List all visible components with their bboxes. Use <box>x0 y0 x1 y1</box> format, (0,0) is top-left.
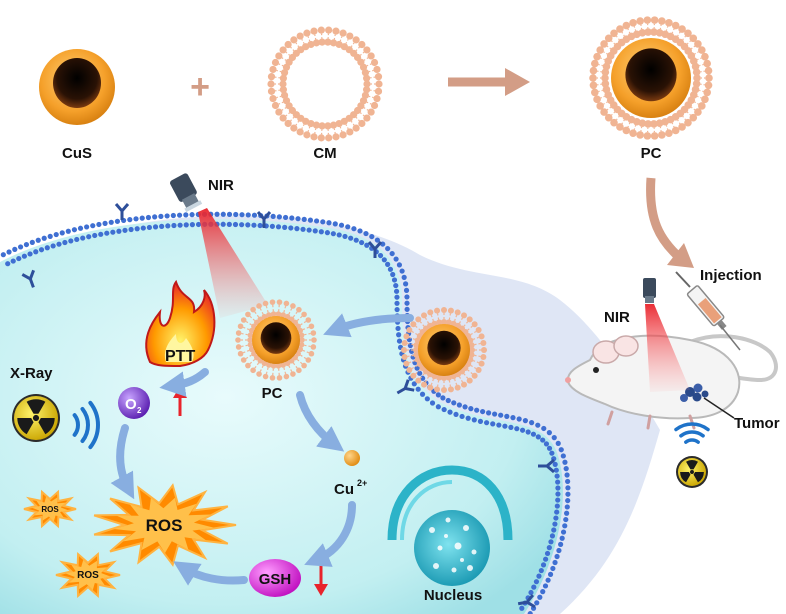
tumor-label: Tumor <box>734 415 780 432</box>
plus-sign: + <box>190 68 210 106</box>
nir-beam <box>198 208 268 318</box>
radiation-icon-cell <box>12 394 60 442</box>
flame-icon <box>145 279 216 368</box>
nir-beam-mouse <box>645 304 690 392</box>
ros-main-label: ROS <box>146 516 183 535</box>
ros-burst-small-1 <box>23 489 77 529</box>
pc-nanoparticle-top <box>589 16 713 140</box>
receptor-icon <box>367 241 383 258</box>
arrow-pc-to-cu <box>296 391 345 452</box>
wave-icon-cell <box>72 400 100 450</box>
cm-label: CM <box>313 145 336 162</box>
cus-label: CuS <box>62 145 92 162</box>
ros-small-2-label: ROS <box>77 570 99 581</box>
radiation-icon-mouse <box>676 456 708 488</box>
syringe-icon <box>675 271 741 351</box>
pc-nanoparticle-cell <box>235 299 317 381</box>
o2-sphere <box>118 387 150 419</box>
cu-superscript: 2+ <box>357 478 367 488</box>
gsh-label: GSH <box>259 571 292 588</box>
combine-arrow <box>448 68 530 96</box>
arrow-ptt-to-o2 <box>159 368 209 397</box>
ros-small-1-label: ROS <box>41 505 59 514</box>
xray-label: X-Ray <box>10 365 53 382</box>
gsh-sphere <box>249 559 301 597</box>
ros-burst-small-2 <box>55 551 121 599</box>
arrow-enter-to-pc <box>323 313 414 338</box>
pc-nanoparticle-entering <box>401 307 487 393</box>
receptor-icon <box>114 203 130 220</box>
pc-top-label: PC <box>641 145 662 162</box>
nir-mouse-label: NIR <box>604 309 630 326</box>
receptor-group <box>21 203 555 609</box>
receptor-icon <box>21 269 35 288</box>
arrow-o2-to-ros <box>110 424 135 500</box>
nir-lamp-icon-mouse <box>643 278 656 303</box>
wave-icon-mouse <box>674 422 710 444</box>
cm-vesicle <box>267 26 383 142</box>
ros-burst-main <box>93 483 237 567</box>
cu-ion <box>344 450 360 466</box>
cus-particle <box>39 49 115 125</box>
arrow-cu-to-gsh <box>304 501 356 567</box>
nir-cell-label: NIR <box>208 177 234 194</box>
process-arrows <box>110 313 414 586</box>
gsh-decrease-arrow <box>314 564 328 596</box>
o2-label: O <box>125 396 137 413</box>
receptor-icon <box>256 211 272 228</box>
receptor-icon <box>396 379 415 395</box>
o2-subscript: 2 <box>137 406 142 415</box>
injection-label: Injection <box>700 267 762 284</box>
receptor-icon <box>538 458 555 474</box>
receptor-icon <box>517 594 536 609</box>
cu-label: Cu <box>334 481 354 498</box>
nucleus-label: Nucleus <box>424 587 482 604</box>
nir-lamp-icon <box>170 173 203 213</box>
pc-cell-label: PC <box>262 385 283 402</box>
arrow-gsh-to-ros <box>173 561 248 586</box>
nucleus <box>387 465 513 586</box>
injection-arrow <box>646 177 694 268</box>
ptt-label: PTT <box>165 348 195 365</box>
